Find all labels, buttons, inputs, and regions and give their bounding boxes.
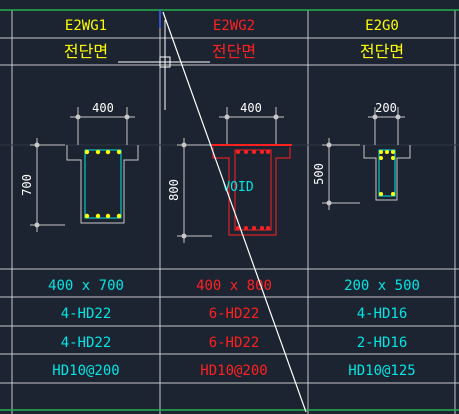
- beam-section-1: [30, 107, 139, 232]
- table-grid: [0, 10, 459, 414]
- bottom-bar-2: 6-HD22: [209, 335, 260, 351]
- bottom-bar-3: 2-HD16: [357, 335, 408, 351]
- width-dim-2: 400: [240, 101, 262, 115]
- section-label-2: 전단면: [212, 42, 256, 61]
- height-dim-3: 500: [312, 163, 326, 185]
- size-2: 400 x 800: [196, 278, 272, 294]
- stirrup-1: HD10@200: [52, 363, 119, 379]
- mark-3: E2G0: [365, 18, 399, 34]
- top-bar-1: 4-HD22: [61, 306, 112, 322]
- top-bar-3: 4-HD16: [357, 306, 408, 322]
- section-label-3: 전단면: [360, 42, 404, 61]
- height-dim-1: 700: [20, 174, 34, 196]
- width-dim-3: 200: [375, 101, 397, 115]
- cursor-crosshair: [118, 20, 210, 110]
- top-bar-2: 6-HD22: [209, 306, 260, 322]
- stirrup-3: HD10@125: [348, 363, 415, 379]
- beam-section-3: [322, 107, 411, 210]
- void-label: VOID: [222, 180, 253, 195]
- height-dim-2: 800: [167, 179, 181, 201]
- mark-2: E2WG2: [213, 18, 255, 34]
- size-1: 400 x 700: [48, 278, 124, 294]
- size-3: 200 x 500: [344, 278, 420, 294]
- selection-line: [162, 11, 307, 413]
- beam-section-2: [177, 107, 292, 243]
- mark-1: E2WG1: [65, 18, 107, 34]
- stirrup-2: HD10@200: [200, 363, 267, 379]
- width-dim-1: 400: [92, 101, 114, 115]
- section-label-1: 전단면: [64, 42, 108, 61]
- bottom-bar-1: 4-HD22: [61, 335, 112, 351]
